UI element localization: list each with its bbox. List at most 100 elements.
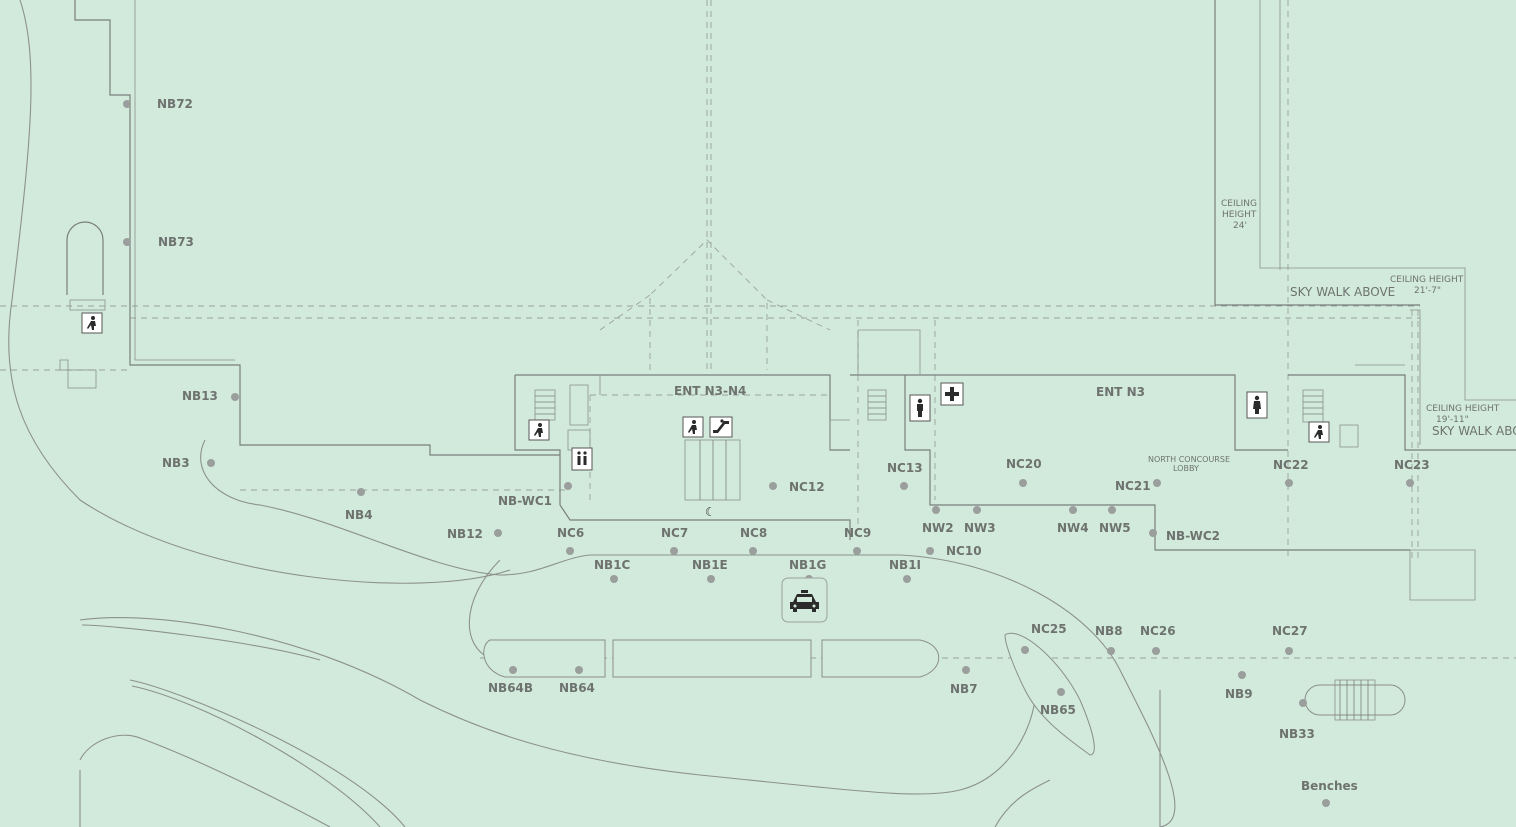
- point-NB13[interactable]: NB13: [182, 389, 239, 403]
- point-NB64[interactable]: NB64: [559, 666, 595, 695]
- svg-text:NB65: NB65: [1040, 703, 1076, 717]
- label-ceiling-c-2: 19'-11": [1436, 415, 1469, 425]
- label-north-concourse-1: NORTH CONCOURSE: [1148, 455, 1230, 464]
- svg-text:NC9: NC9: [844, 526, 871, 540]
- point-NB-WC2[interactable]: NB-WC2: [1149, 529, 1220, 543]
- point-Benches[interactable]: Benches: [1301, 779, 1358, 807]
- label-north-concourse-2: LOBBY: [1173, 464, 1199, 473]
- svg-text:NB1G: NB1G: [789, 558, 826, 572]
- svg-text:NW2: NW2: [922, 521, 954, 535]
- point-NB64B[interactable]: NB64B: [488, 666, 533, 695]
- point-NC27[interactable]: NC27: [1272, 624, 1308, 655]
- taxi-icon[interactable]: [781, 577, 828, 623]
- svg-text:NB73: NB73: [158, 235, 194, 249]
- point-NB65[interactable]: NB65: [1040, 688, 1076, 717]
- svg-text:Benches: Benches: [1301, 779, 1358, 793]
- svg-text:NB72: NB72: [157, 97, 193, 111]
- point-NC8[interactable]: NC8: [740, 526, 767, 555]
- point-NB1E[interactable]: NB1E: [692, 558, 728, 583]
- svg-text:NB1E: NB1E: [692, 558, 728, 572]
- svg-text:NB-WC1: NB-WC1: [498, 494, 552, 508]
- svg-text:NC20: NC20: [1006, 457, 1042, 471]
- svg-text:NW4: NW4: [1057, 521, 1089, 535]
- point-NC6[interactable]: NC6: [557, 526, 584, 555]
- point-NB12[interactable]: NB12: [447, 527, 502, 541]
- point-NB8[interactable]: NB8: [1095, 624, 1123, 655]
- stairs-walk-icon: [528, 419, 550, 441]
- point-NC25[interactable]: NC25: [1021, 622, 1067, 654]
- svg-text:NB13: NB13: [182, 389, 218, 403]
- point-NB1I[interactable]: NB1I: [889, 558, 921, 583]
- svg-text:NC12: NC12: [789, 480, 825, 494]
- point-NW4[interactable]: NW4: [1057, 506, 1089, 535]
- svg-text:☾: ☾: [705, 505, 716, 519]
- point-NB-WC1[interactable]: NB-WC1: [498, 482, 572, 508]
- point-NC23[interactable]: NC23: [1394, 458, 1430, 487]
- restroom-icon: [1246, 391, 1268, 419]
- label-ceiling-b-1: CEILING HEIGHT: [1390, 275, 1464, 285]
- label-ceiling-a-2: HEIGHT: [1222, 210, 1257, 220]
- svg-text:NC25: NC25: [1031, 622, 1067, 636]
- label-ent-n3: ENT N3: [1096, 385, 1145, 399]
- point-NC20[interactable]: NC20: [1006, 457, 1042, 487]
- first-aid-icon: [940, 382, 964, 406]
- svg-text:NB64B: NB64B: [488, 681, 533, 695]
- grid-lines: [0, 0, 1516, 659]
- svg-text:NC13: NC13: [887, 461, 923, 475]
- label-ceiling-a-1: CEILING: [1221, 199, 1257, 209]
- point-NC9[interactable]: NC9: [844, 526, 871, 555]
- elevator-icon: [571, 447, 593, 471]
- svg-text:NC23: NC23: [1394, 458, 1430, 472]
- label-sky-walk-above: SKY WALK ABOVE: [1290, 285, 1395, 299]
- svg-text:NC27: NC27: [1272, 624, 1308, 638]
- point-NC22[interactable]: NC22: [1273, 458, 1309, 487]
- roadways: [79, 439, 1176, 827]
- label-ceiling-c-1: CEILING HEIGHT: [1426, 404, 1500, 414]
- svg-text:NC7: NC7: [661, 526, 688, 540]
- svg-text:NC8: NC8: [740, 526, 767, 540]
- point-NB1C[interactable]: NB1C: [594, 558, 631, 583]
- point-NB9[interactable]: NB9: [1225, 671, 1253, 701]
- svg-text:NB9: NB9: [1225, 687, 1253, 701]
- svg-text:NB-WC2: NB-WC2: [1166, 529, 1220, 543]
- stairs-walk-icon: [682, 416, 704, 438]
- point-NC21[interactable]: NC21: [1115, 479, 1161, 493]
- point-NB33[interactable]: NB33: [1279, 699, 1315, 741]
- point-NC12[interactable]: NC12: [769, 480, 825, 494]
- point-NC10[interactable]: NC10: [926, 544, 982, 558]
- building-walls: [8, 0, 1516, 601]
- stairs-walk-icon: [1308, 421, 1330, 443]
- escalator-up-icon: [709, 416, 733, 438]
- label-ceiling-b-2: 21'-7": [1414, 286, 1441, 296]
- point-NB7[interactable]: NB7: [950, 666, 978, 696]
- label-ent-n3-n4: ENT N3-N4: [674, 384, 746, 398]
- point-NC7[interactable]: NC7: [661, 526, 688, 555]
- point-NW2[interactable]: NW2: [922, 506, 954, 535]
- point-NB72[interactable]: NB72: [123, 97, 193, 111]
- svg-text:NB3: NB3: [162, 456, 190, 470]
- traffic-islands: [483, 632, 1406, 756]
- svg-text:NB4: NB4: [345, 508, 373, 522]
- phone-icon: ☾: [705, 505, 716, 519]
- svg-text:NC22: NC22: [1273, 458, 1309, 472]
- point-NB4[interactable]: NB4: [345, 488, 373, 522]
- svg-text:NC10: NC10: [946, 544, 982, 558]
- restroom-icon: [909, 394, 931, 422]
- point-NW3[interactable]: NW3: [964, 506, 996, 535]
- svg-text:NW5: NW5: [1099, 521, 1131, 535]
- svg-text:NB33: NB33: [1279, 727, 1315, 741]
- svg-text:NC26: NC26: [1140, 624, 1176, 638]
- point-NW5[interactable]: NW5: [1099, 506, 1131, 535]
- svg-text:NB1I: NB1I: [889, 558, 921, 572]
- pictograms: ☾: [81, 312, 1330, 623]
- area-labels: ENT N3-N4 ENT N3 NORTH CONCOURSE LOBBY S…: [674, 199, 1516, 473]
- svg-text:NB64: NB64: [559, 681, 595, 695]
- point-NC13[interactable]: NC13: [887, 461, 923, 490]
- point-NB73[interactable]: NB73: [123, 235, 194, 249]
- svg-text:NC6: NC6: [557, 526, 584, 540]
- point-NC26[interactable]: NC26: [1140, 624, 1176, 655]
- svg-text:NW3: NW3: [964, 521, 996, 535]
- point-NB3[interactable]: NB3: [162, 456, 215, 470]
- svg-text:NB12: NB12: [447, 527, 483, 541]
